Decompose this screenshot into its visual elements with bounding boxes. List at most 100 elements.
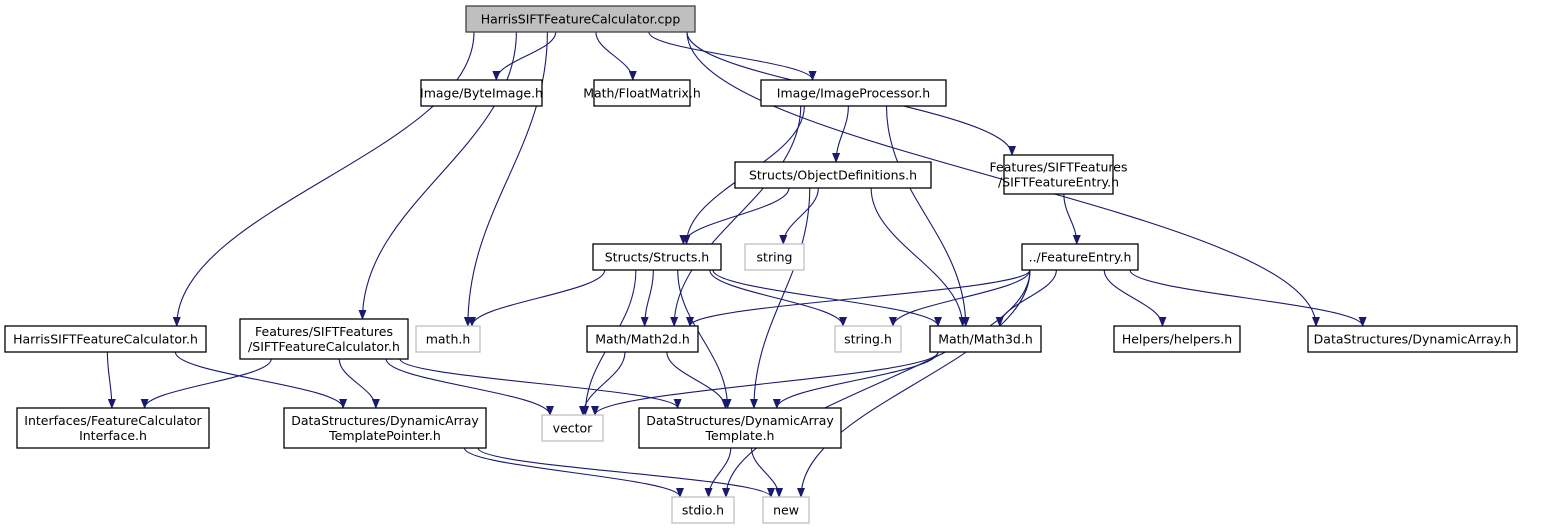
edge-structs-to-math3d (712, 269, 942, 327)
edge-dat-to-new (750, 447, 784, 498)
node-box (638, 407, 842, 449)
node-box (744, 243, 805, 271)
node-mathh: math.h (415, 325, 481, 353)
node-box (929, 325, 1042, 353)
node-math2d[interactable]: Math/Math2d.h (586, 325, 699, 353)
node-label: vector (553, 421, 594, 436)
edge-harrish-to-datp (174, 351, 348, 409)
edge-root-to-siftcalc (358, 31, 517, 320)
node-label: new (773, 503, 799, 518)
edge-structs-to-mathh (468, 269, 606, 327)
node-box (283, 407, 487, 449)
node-helpers[interactable]: Helpers/helpers.h (1113, 325, 1241, 353)
node-string: string (744, 243, 805, 271)
node-label: DataStructures/DynamicArray.h (1314, 332, 1512, 347)
edge-root-to-floatmatrix (595, 31, 637, 81)
node-box (465, 5, 696, 33)
edge-structs-to-math2d (640, 269, 654, 327)
nodes-layer: HarrisSIFTFeatureCalculator.cppImage/Byt… (4, 5, 1518, 524)
node-box (1113, 325, 1241, 353)
node-label: DataStructures/DynamicArray (291, 413, 479, 428)
node-byteimage[interactable]: Image/ByteImage.h (420, 79, 543, 107)
edge-siftcalc-to-datp (338, 358, 380, 409)
edge-featureentry-to-math2d (686, 269, 1031, 327)
node-label: Template.h (705, 428, 775, 443)
node-box (420, 79, 543, 107)
node-structs[interactable]: Structs/Structs.h (592, 243, 722, 271)
node-box (593, 79, 691, 107)
node-label: DataStructures/DynamicArray (646, 413, 834, 428)
node-imageprocessor[interactable]: Image/ImageProcessor.h (760, 79, 947, 107)
node-datp[interactable]: DataStructures/DynamicArrayTemplatePoint… (283, 407, 487, 449)
node-label: HarrisSIFTFeatureCalculator.cpp (481, 12, 681, 27)
node-box (415, 325, 481, 353)
node-label: Math/Math2d.h (595, 332, 690, 347)
node-label: string.h (844, 332, 892, 347)
edge-objectdefs-to-dat (749, 187, 811, 409)
edge-objectdefs-to-string (779, 187, 819, 245)
edge-siftcalc-to-vector (385, 358, 554, 416)
edge-root-to-mathh (463, 31, 548, 327)
node-floatmatrix[interactable]: Math/FloatMatrix.h (583, 79, 701, 107)
node-stdio: stdio.h (671, 496, 735, 524)
node-box (4, 325, 207, 353)
node-box (671, 496, 735, 524)
edge-math2d-to-dat (666, 351, 730, 409)
node-siftcalc[interactable]: Features/SIFTFeatures/SIFTFeatureCalcula… (239, 318, 409, 360)
node-label: Image/ByteImage.h (420, 86, 543, 101)
node-label: Features/SIFTFeatures (990, 160, 1128, 175)
node-label: Interface.h (79, 428, 147, 443)
node-label: ../FeatureEntry.h (1029, 250, 1132, 265)
node-featureentry[interactable]: ../FeatureEntry.h (1021, 243, 1139, 271)
node-label: Math/Math3d.h (938, 332, 1033, 347)
node-box (834, 325, 902, 353)
node-label: HarrisSIFTFeatureCalculator.h (13, 332, 198, 347)
node-label: Math/FloatMatrix.h (583, 86, 701, 101)
node-objectdefs[interactable]: Structs/ObjectDefinitions.h (734, 161, 932, 189)
node-math3d[interactable]: Math/Math3d.h (929, 325, 1042, 353)
edge-datp-to-stdio (463, 447, 684, 498)
node-box (1021, 243, 1139, 271)
edge-featureentry-to-stringh (889, 269, 1031, 327)
node-box (760, 79, 947, 107)
node-label: math.h (426, 332, 471, 347)
node-vector: vector (541, 414, 604, 442)
node-label: Image/ImageProcessor.h (777, 86, 930, 101)
edge-math3d-to-vector (591, 351, 939, 416)
node-box (762, 496, 810, 524)
node-box (1307, 325, 1518, 353)
edge-featureentry-to-dynarray (1129, 269, 1367, 327)
edge-root-to-dynarray (686, 31, 1320, 327)
edge-math2d-to-vector (579, 351, 626, 416)
node-label: stdio.h (682, 503, 724, 518)
edge-featureentry-to-math3d (995, 269, 1057, 327)
node-label: Features/SIFTFeatures (255, 324, 393, 339)
edge-imageprocessor-to-objectdefs (832, 105, 849, 163)
edge-siftcalc-to-fcinterface (140, 358, 272, 409)
edge-root-to-byteimage (492, 31, 557, 81)
node-siftentry[interactable]: Features/SIFTFeatures/SIFTFeatureEntry.h (990, 154, 1128, 195)
edge-objectdefs-to-structs (679, 187, 790, 245)
node-box (592, 243, 722, 271)
node-box (586, 325, 699, 353)
edge-harrish-to-fcinterface (106, 351, 116, 409)
node-box (734, 161, 932, 189)
node-label: Structs/ObjectDefinitions.h (749, 168, 917, 183)
edge-featureentry-to-helpers (1103, 269, 1167, 327)
edge-siftentry-to-featureentry (1063, 193, 1081, 245)
edges-layer (106, 31, 1367, 498)
node-dynarray[interactable]: DataStructures/DynamicArray.h (1307, 325, 1518, 353)
node-label: /SIFTFeatureEntry.h (998, 175, 1119, 190)
edge-root-to-harrish (172, 31, 475, 327)
node-label: Structs/Structs.h (605, 250, 709, 265)
node-harrish[interactable]: HarrisSIFTFeatureCalculator.h (4, 325, 207, 353)
node-box (239, 318, 409, 360)
node-root[interactable]: HarrisSIFTFeatureCalculator.cpp (465, 5, 696, 33)
node-new: new (762, 496, 810, 524)
node-label: Interfaces/FeatureCalculator (24, 413, 202, 428)
edge-root-to-imageprocessor (648, 31, 817, 81)
node-stringh: string.h (834, 325, 902, 353)
node-box (541, 414, 604, 442)
